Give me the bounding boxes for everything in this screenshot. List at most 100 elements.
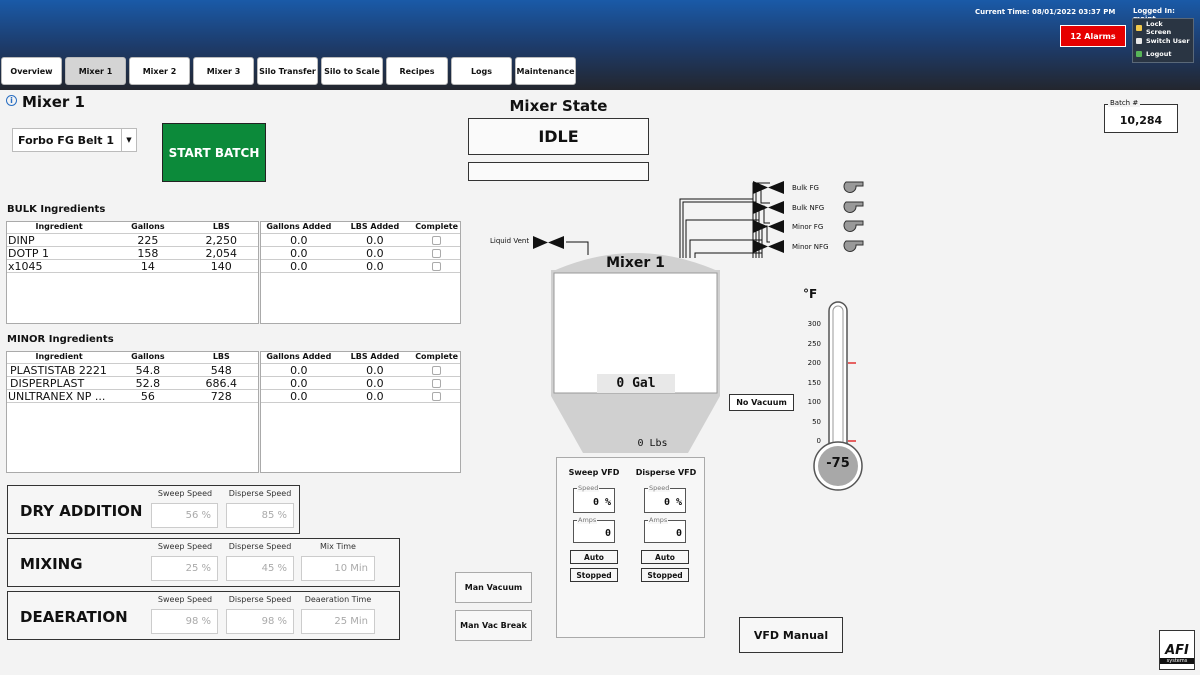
mixer-state-label: Mixer State	[509, 97, 608, 115]
switch-user-item[interactable]: Switch User	[1136, 34, 1190, 47]
sweep-status: Stopped	[570, 568, 618, 582]
start-batch-button[interactable]: START BATCH	[162, 123, 266, 182]
logout-item[interactable]: Logout	[1136, 47, 1190, 60]
valve-icon[interactable]	[752, 239, 792, 254]
sweep-speed-field[interactable]: 56 %	[151, 503, 218, 528]
pump-icon[interactable]	[843, 239, 865, 254]
logout-icon	[1136, 50, 1142, 57]
valve-label: Minor NFG	[792, 243, 829, 251]
liquid-vent-valve-icon[interactable]	[532, 235, 568, 250]
tab-silo-transfer[interactable]: Silo Transfer	[257, 57, 318, 85]
liquid-vent-label: Liquid Vent	[490, 237, 530, 245]
tab-recipes[interactable]: Recipes	[386, 57, 448, 85]
mix-time-field[interactable]: 10 Min	[301, 556, 375, 581]
table-header: Gallons Added LBS Added Complete	[261, 222, 460, 234]
disperse-mode-button[interactable]: Auto	[641, 550, 689, 564]
current-time: Current Time: 08/01/2022 03:37 PM	[975, 8, 1116, 16]
user-icon	[1136, 37, 1142, 44]
disperse-amps-readout: Amps 0	[644, 516, 686, 543]
info-icon[interactable]: i	[6, 95, 17, 106]
page-title: Mixer 1	[22, 93, 85, 111]
valve-label: Bulk NFG	[792, 204, 825, 212]
minor-title: MINOR Ingredients	[7, 334, 114, 345]
lock-screen-item[interactable]: Lock Screen	[1136, 20, 1190, 36]
complete-checkbox[interactable]	[432, 365, 442, 375]
deaeration-time-field[interactable]: 25 Min	[301, 609, 375, 634]
tick-label: 200	[807, 359, 821, 367]
complete-checkbox[interactable]	[432, 261, 442, 271]
mixer-vessel	[551, 253, 720, 453]
tab-mixer-1[interactable]: Mixer 1	[65, 57, 126, 85]
thermometer	[813, 301, 863, 491]
mixer-name: Mixer 1	[606, 255, 665, 271]
sweep-speed-field[interactable]: 98 %	[151, 609, 218, 634]
complete-checkbox[interactable]	[432, 378, 442, 388]
valve-icon[interactable]	[752, 219, 792, 234]
valve-icon[interactable]	[752, 200, 792, 215]
tick-label: 100	[807, 398, 821, 406]
user-menu: Lock Screen Switch User Logout	[1132, 18, 1194, 63]
tab-maintenance[interactable]: Maintenance	[515, 57, 576, 85]
pump-icon[interactable]	[843, 180, 865, 195]
section-title: DRY ADDITION	[20, 502, 143, 520]
tab-mixer-3[interactable]: Mixer 3	[193, 57, 254, 85]
section-title: DEAERATION	[20, 608, 128, 626]
disperse-speed-field[interactable]: 85 %	[226, 503, 294, 528]
valve-icon[interactable]	[752, 180, 792, 195]
vfd-panel: Sweep VFD Disperse VFD Speed 0 % Amps 0 …	[556, 457, 705, 638]
tab-mixer-2[interactable]: Mixer 2	[129, 57, 190, 85]
mixing-section: MIXING Sweep Speed Disperse Speed Mix Ti…	[7, 538, 400, 587]
temperature-value: -75	[826, 456, 850, 471]
table-header: Ingredient Gallons LBS	[7, 222, 258, 234]
complete-checkbox[interactable]	[432, 248, 442, 258]
chevron-down-icon: ▼	[121, 129, 136, 151]
dry-addition-section: DRY ADDITION Sweep Speed Disperse Speed …	[7, 485, 300, 534]
sweep-speed-field[interactable]: 25 %	[151, 556, 218, 581]
table-header: Ingredient Gallons LBS	[7, 352, 258, 364]
tab-silo-to-scale[interactable]: Silo to Scale	[321, 57, 383, 85]
disperse-speed-field[interactable]: 45 %	[226, 556, 294, 581]
complete-checkbox[interactable]	[432, 235, 442, 245]
tab-overview[interactable]: Overview	[1, 57, 62, 85]
piping-diagram	[566, 182, 770, 258]
pump-icon[interactable]	[843, 200, 865, 215]
temperature-unit: °F	[803, 287, 818, 301]
complete-checkbox[interactable]	[432, 391, 442, 401]
alarms-button[interactable]: 12 Alarms	[1060, 25, 1126, 47]
vfd-manual-button[interactable]: VFD Manual	[739, 617, 843, 653]
valve-label: Bulk FG	[792, 184, 819, 192]
tick-label: 50	[812, 418, 821, 426]
disperse-status: Stopped	[641, 568, 689, 582]
tick-label: 0	[816, 437, 821, 445]
bulk-title: BULK Ingredients	[7, 204, 106, 215]
deaeration-section: DEAERATION Sweep Speed Disperse Speed De…	[7, 591, 400, 640]
disperse-speed-field[interactable]: 98 %	[226, 609, 294, 634]
mixer-state-display: IDLE	[468, 118, 649, 155]
section-title: MIXING	[20, 555, 83, 573]
pump-icon[interactable]	[843, 219, 865, 234]
lock-icon	[1136, 24, 1142, 31]
vacuum-status: No Vacuum	[729, 394, 794, 411]
sweep-mode-button[interactable]: Auto	[570, 550, 618, 564]
table-header: Gallons Added LBS Added Complete	[261, 352, 460, 364]
man-vacuum-button[interactable]: Man Vacuum	[455, 572, 532, 603]
lbs-readout: 0 Lbs	[637, 438, 668, 449]
recipe-select[interactable]: Forbo FG Belt 1 ▼	[12, 128, 137, 152]
man-vac-break-button[interactable]: Man Vac Break	[455, 610, 532, 641]
tab-logs[interactable]: Logs	[451, 57, 512, 85]
